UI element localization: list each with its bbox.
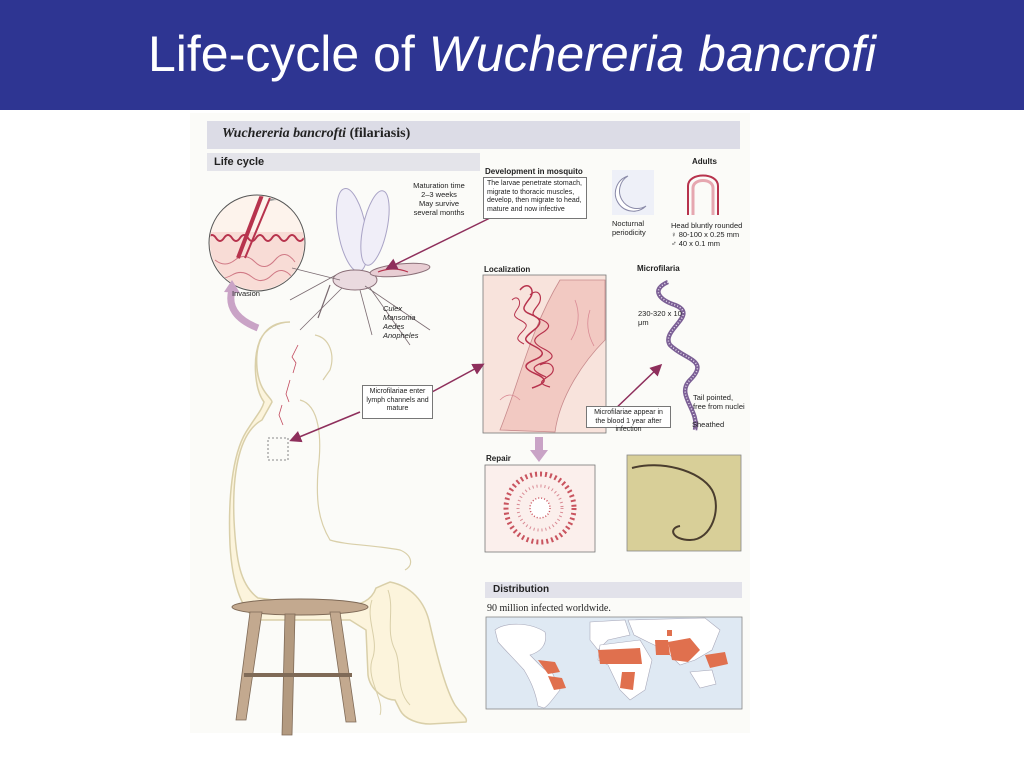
- title-italic: Wuchereria bancrofi: [428, 26, 877, 82]
- nocturnal-line: Nocturnal: [612, 219, 645, 228]
- mosquito: [289, 188, 431, 346]
- connector-arrows: [289, 217, 663, 443]
- lymph-box: Microfilariae enter lymph channels and m…: [362, 385, 433, 419]
- adult-worm-head: [687, 174, 719, 215]
- species-aedes: Aedes: [383, 322, 405, 331]
- development-heading: Development in mosquito: [485, 167, 583, 176]
- maturation-label: Maturation time 2–3 weeks May survive se…: [408, 181, 470, 217]
- localization-panel: [482, 274, 607, 434]
- species-mansonia: Mansonia: [383, 313, 416, 322]
- nocturnal-line: periodicity: [612, 228, 646, 237]
- repair-heading: Repair: [486, 454, 511, 463]
- tail-line: Tail pointed,: [693, 393, 734, 402]
- sheathed-label: Sheathed: [692, 420, 725, 429]
- species-culex: Culex: [383, 304, 403, 313]
- tail-line: free from nuclei: [693, 402, 745, 411]
- size-line: 230-320 x 10: [638, 309, 682, 318]
- banner-species: Wuchereria bancrofti: [222, 126, 347, 141]
- maturation-line: 2–3 weeks: [421, 190, 457, 199]
- maturation-line: several months: [413, 208, 465, 217]
- distribution-bar: [485, 582, 742, 598]
- adult-description: Head bluntly rounded ♀ 80-100 x 0.25 mm …: [671, 221, 742, 248]
- localization-heading: Localization: [484, 265, 531, 274]
- nocturnal-label: Nocturnal periodicity: [612, 219, 646, 237]
- invasion-arrowhead: [224, 280, 240, 293]
- figure-banner-text: Wuchereria bancrofti (filariasis): [222, 126, 410, 142]
- crescent-moon-icon: [614, 175, 647, 212]
- maturation-line: May survive: [418, 199, 459, 208]
- title-bar: [0, 0, 1024, 110]
- human-figure: [228, 321, 468, 725]
- mosquito-species: Culex Mansonia Aedes Anopheles: [383, 304, 418, 340]
- worm-photo: [626, 454, 742, 552]
- world-map: [485, 616, 743, 710]
- infected-count: 90 million infected worldwide.: [487, 603, 611, 614]
- adults-heading: Adults: [692, 157, 717, 166]
- size-line: μm: [638, 318, 649, 327]
- figure-banner: [207, 121, 740, 149]
- distribution-heading: Distribution: [493, 584, 550, 595]
- life-cycle-bar: [207, 153, 480, 171]
- stool: [231, 598, 369, 736]
- life-cycle-label: Life cycle: [214, 156, 265, 168]
- blood-box: Microfilariae appear in the blood 1 year…: [586, 406, 671, 433]
- microfilaria-heading: Microfilaria: [637, 264, 680, 273]
- adult-line: ♀ 80-100 x 0.25 mm: [671, 230, 740, 239]
- tail-label: Tail pointed, free from nuclei: [693, 393, 745, 411]
- banner-disease: (filariasis): [346, 126, 411, 141]
- invasion-label: Invasion: [232, 289, 260, 298]
- skin-invasion-circle: [208, 194, 306, 292]
- development-box: The larvae penetrate stomach, migrate to…: [483, 177, 587, 219]
- adult-line: Head bluntly rounded: [671, 221, 743, 230]
- repair-panel: [484, 464, 596, 553]
- microfilaria-size: 230-320 x 10 μm: [638, 309, 682, 327]
- title-prefix: Life-cycle of: [147, 26, 429, 82]
- species-anopheles: Anopheles: [383, 331, 419, 340]
- slide-title: Life-cycle of Wuchereria bancrofi: [0, 22, 1024, 86]
- adult-line: ♂ 40 x 0.1 mm: [671, 239, 720, 248]
- maturation-line: Maturation time: [413, 181, 465, 190]
- invasion-arrow: [227, 289, 260, 332]
